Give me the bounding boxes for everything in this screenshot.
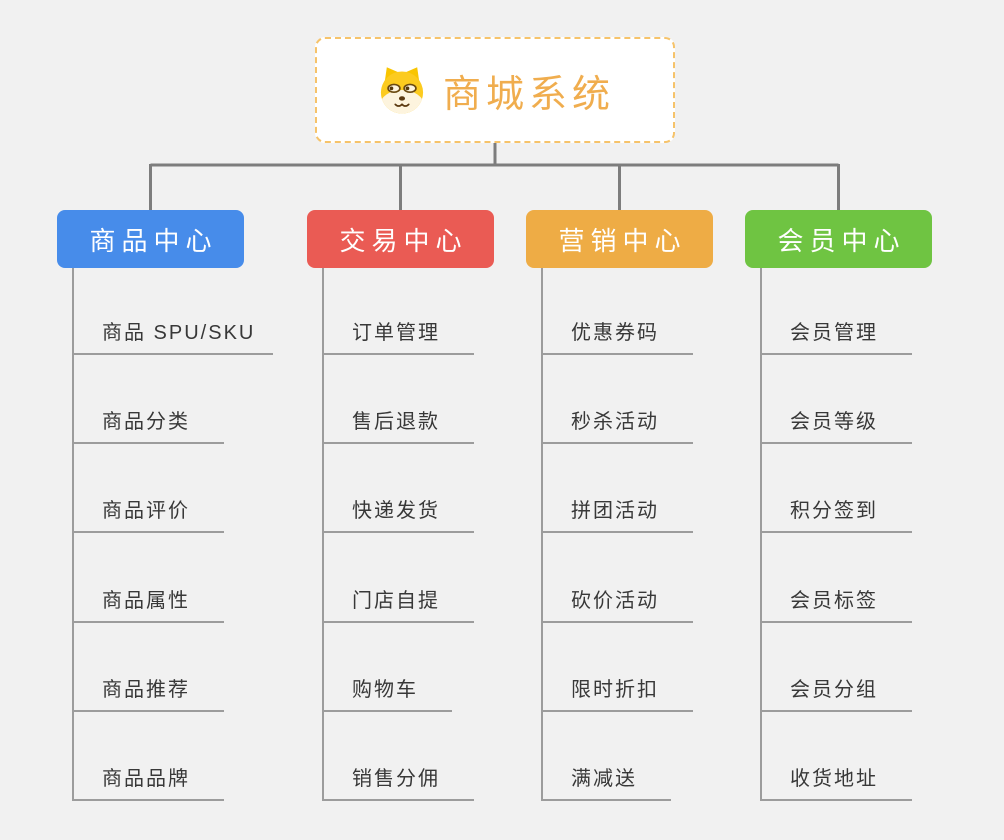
root-title: 商城系统: [442, 73, 615, 116]
branch-label: 商品中心: [89, 225, 218, 256]
branch-connector-line: [541, 268, 543, 801]
branch-label: 交易中心: [339, 225, 468, 256]
leaf-item[interactable]: 购物车: [322, 679, 452, 712]
leaf-item[interactable]: 订单管理: [322, 322, 474, 355]
branch-box-trade[interactable]: 交易中心: [307, 210, 494, 268]
branch-connector-line: [760, 268, 762, 801]
leaf-item[interactable]: 积分签到: [760, 500, 912, 533]
leaf-item[interactable]: 商品品牌: [72, 768, 224, 801]
branch-box-marketing[interactable]: 营销中心: [526, 210, 713, 268]
shiba-dog-icon: [380, 67, 424, 114]
leaf-item[interactable]: 会员分组: [760, 679, 912, 712]
leaf-item[interactable]: 门店自提: [322, 590, 474, 623]
leaf-item[interactable]: 会员管理: [760, 322, 912, 355]
leaf-item[interactable]: 商品 SPU/SKU: [72, 322, 273, 355]
leaf-item[interactable]: 商品推荐: [72, 679, 224, 712]
branch-connector-line: [72, 268, 74, 801]
leaf-item[interactable]: 优惠券码: [541, 322, 693, 355]
branch-column-marketing: 营销中心 优惠券码 秒杀活动 拼团活动 砍价活动 限时折扣 满减送: [526, 210, 713, 801]
leaf-item[interactable]: 商品属性: [72, 590, 224, 623]
branch-connector-line: [322, 268, 324, 801]
leaf-item[interactable]: 商品评价: [72, 500, 224, 533]
leaf-item[interactable]: 满减送: [541, 768, 671, 801]
branch-box-members[interactable]: 会员中心: [745, 210, 932, 268]
branch-box-products[interactable]: 商品中心: [57, 210, 244, 268]
branch-label: 会员中心: [777, 225, 906, 256]
leaf-item[interactable]: 销售分佣: [322, 768, 474, 801]
branch-label: 营销中心: [558, 225, 687, 256]
branch-column-members: 会员中心 会员管理 会员等级 积分签到 会员标签 会员分组 收货地址: [745, 210, 932, 801]
leaf-item[interactable]: 快递发货: [322, 500, 474, 533]
leaf-item[interactable]: 会员标签: [760, 590, 912, 623]
leaf-item[interactable]: 售后退款: [322, 411, 474, 444]
leaf-item[interactable]: 拼团活动: [541, 500, 693, 533]
branch-column-trade: 交易中心 订单管理 售后退款 快递发货 门店自提 购物车 销售分佣: [307, 210, 494, 801]
leaf-item[interactable]: 秒杀活动: [541, 411, 693, 444]
leaf-item[interactable]: 砍价活动: [541, 590, 693, 623]
leaf-item[interactable]: 商品分类: [72, 411, 224, 444]
leaf-item[interactable]: 会员等级: [760, 411, 912, 444]
root-node[interactable]: 商城系统: [315, 37, 675, 143]
branch-column-products: 商品中心 商品 SPU/SKU 商品分类 商品评价 商品属性 商品推荐 商品品牌: [57, 210, 273, 801]
leaf-item[interactable]: 收货地址: [760, 768, 912, 801]
leaf-item[interactable]: 限时折扣: [541, 679, 693, 712]
